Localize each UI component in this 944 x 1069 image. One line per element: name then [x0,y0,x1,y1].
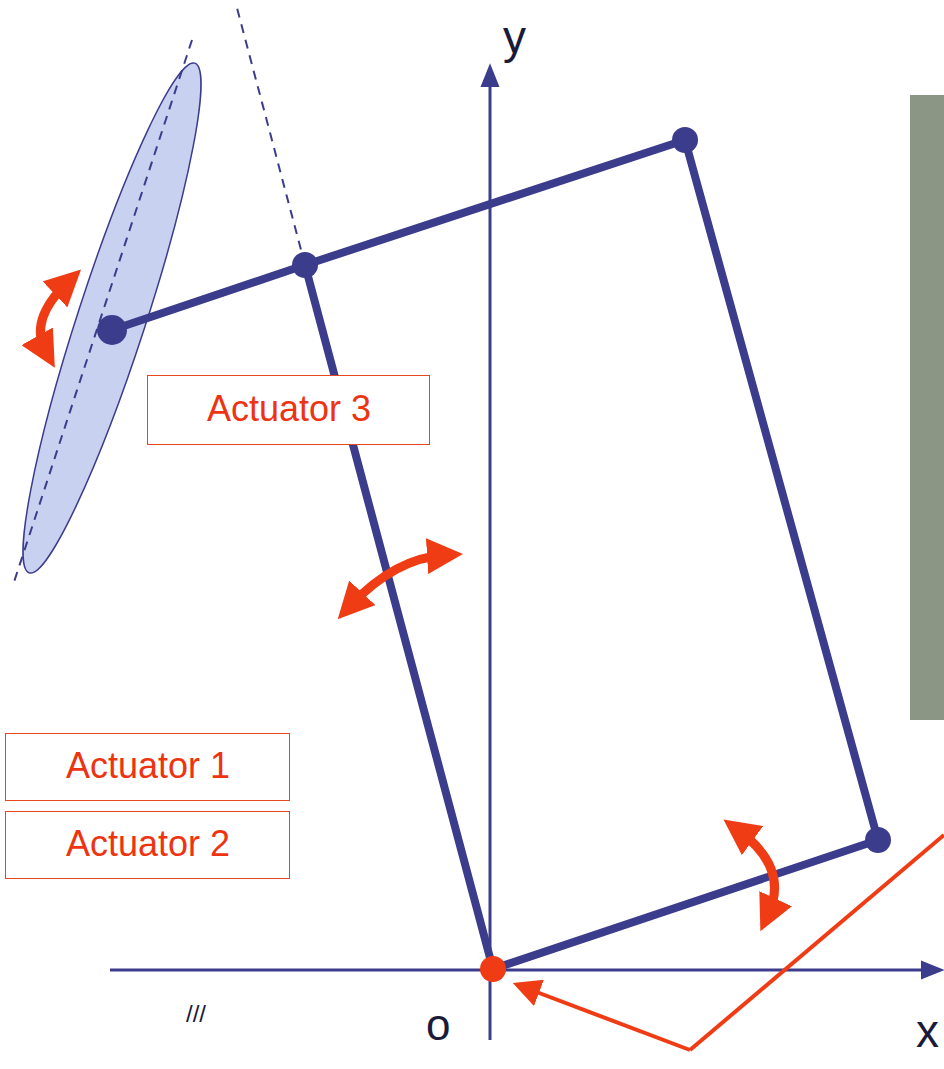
actuator-label: Actuator 2 [66,823,289,865]
leader-line [518,835,944,1050]
y-axis [489,68,492,1040]
axis-label: x [916,1004,939,1058]
axis-label: y [503,10,526,64]
axis-label: o [426,1000,450,1050]
x-axis [110,969,940,972]
ground-hatch: /// [186,1000,206,1028]
actuator-label: Actuator 1 [66,745,289,787]
dashed-extension [237,8,305,265]
actuator-box: Actuator 3 [147,375,430,445]
joint-ellipse [0,53,227,584]
origin-dot [480,956,506,982]
actuator-box: Actuator 1 [5,733,290,801]
actuator-label: Actuator 3 [207,388,429,430]
actuator-box: Actuator 2 [5,811,290,879]
photo [910,95,944,720]
